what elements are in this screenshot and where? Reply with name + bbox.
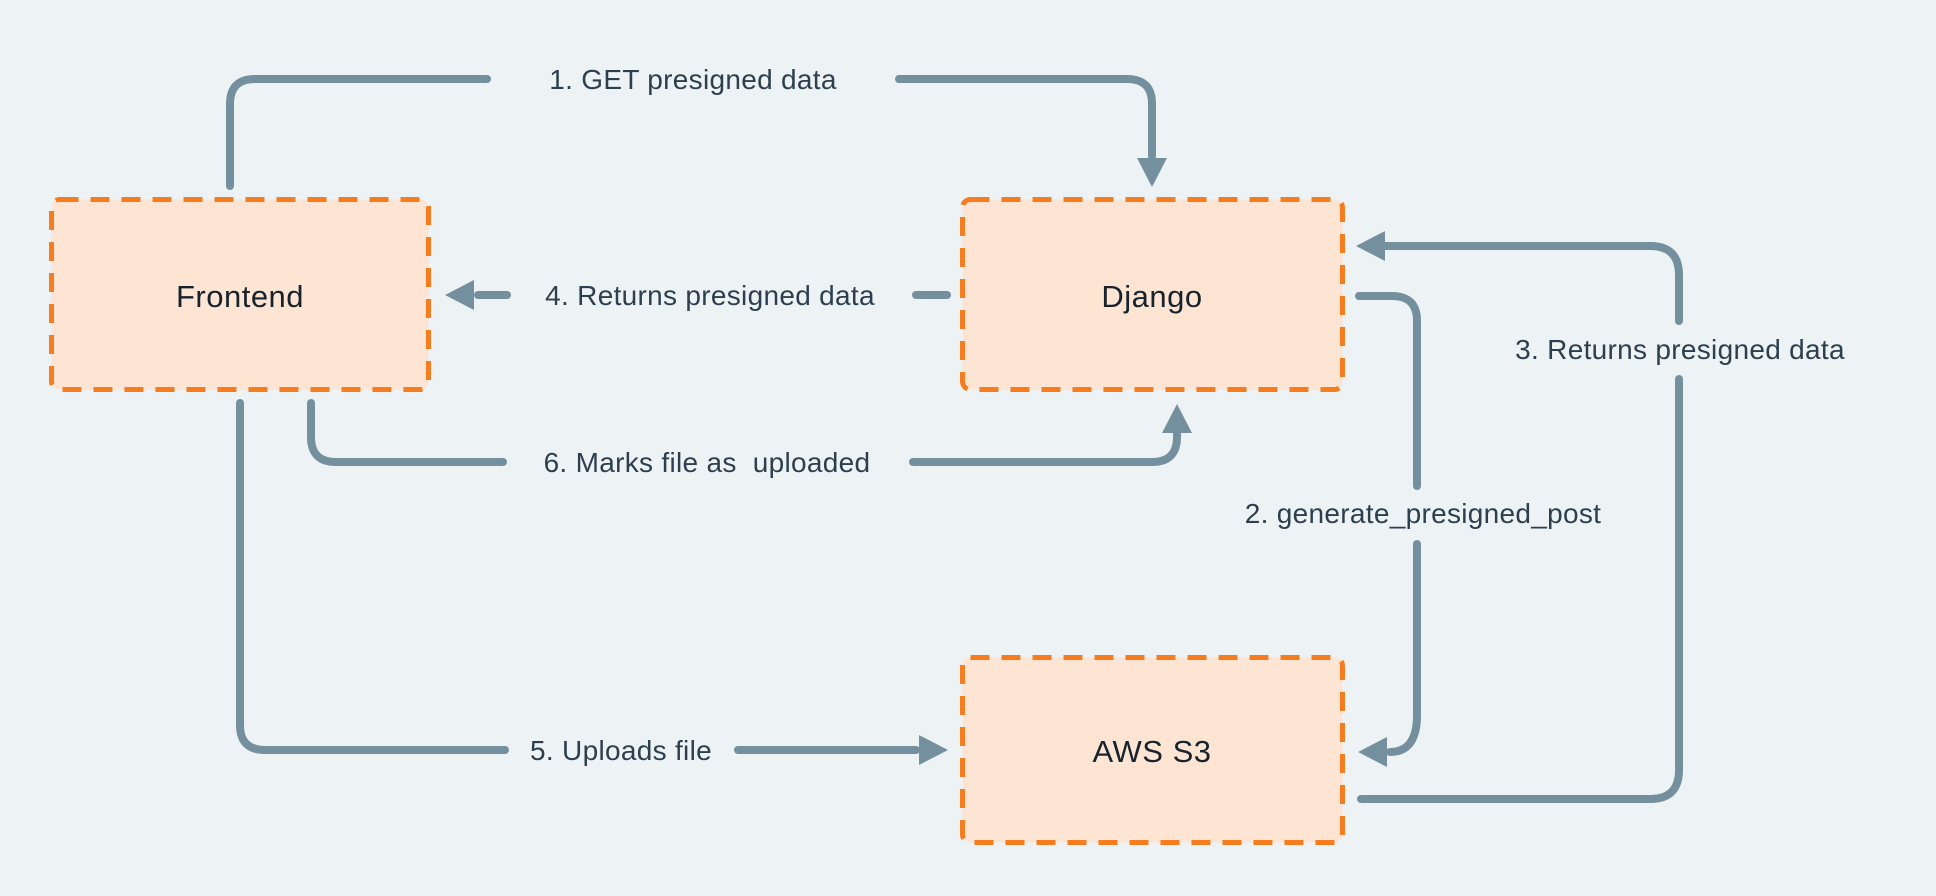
edge-3-line-top <box>1381 242 1683 325</box>
node-aws-s3-box <box>960 655 1345 845</box>
edge-3-label: 3. Returns presigned data <box>1515 334 1845 365</box>
edge-4-label: 4. Returns presigned data <box>545 280 875 311</box>
edge-5-uploads-file <box>236 399 948 765</box>
edge-5-arrowhead-right-icon <box>919 735 948 765</box>
edge-2-label: 2. generate_presigned_post <box>1244 498 1602 529</box>
edge-6-line-left <box>307 399 507 466</box>
edge-2-line-bottom <box>1386 540 1421 756</box>
edge-1-label: 1. GET presigned data <box>549 64 837 95</box>
edge-5-label: 5. Uploads file <box>530 735 712 766</box>
edge-1-line-right <box>895 75 1156 160</box>
node-frontend-box <box>49 197 431 392</box>
edge-1-arrowhead-down-icon <box>1137 158 1167 187</box>
edge-3-line-bottom <box>1357 375 1683 803</box>
edge-2-line-top <box>1355 292 1421 490</box>
edge-3-returns-presigned-data <box>1356 231 1683 803</box>
edge-6-marks-file-uploaded <box>307 399 1192 466</box>
edge-6-line-right <box>909 430 1181 466</box>
edge-6-label: 6. Marks file as uploaded <box>543 447 871 478</box>
node-django-label: Django <box>1101 279 1203 314</box>
edge-2-arrowhead-left-icon <box>1358 737 1387 767</box>
edge-5-line-left <box>236 399 509 754</box>
edge-2-generate-presigned-post <box>1355 292 1421 767</box>
edge-4-returns-presigned-data <box>445 280 951 310</box>
edge-4-arrowhead-left-icon <box>445 280 474 310</box>
node-frontend-label: Frontend <box>175 279 305 314</box>
node-aws-s3-label: AWS S3 <box>1092 734 1212 769</box>
edge-1-get-presigned-data <box>226 75 1167 190</box>
edge-3-arrowhead-left-icon <box>1356 231 1385 261</box>
node-django-box <box>960 197 1345 392</box>
edge-1-line-left <box>226 75 491 190</box>
edge-6-arrowhead-up-icon <box>1162 404 1192 433</box>
